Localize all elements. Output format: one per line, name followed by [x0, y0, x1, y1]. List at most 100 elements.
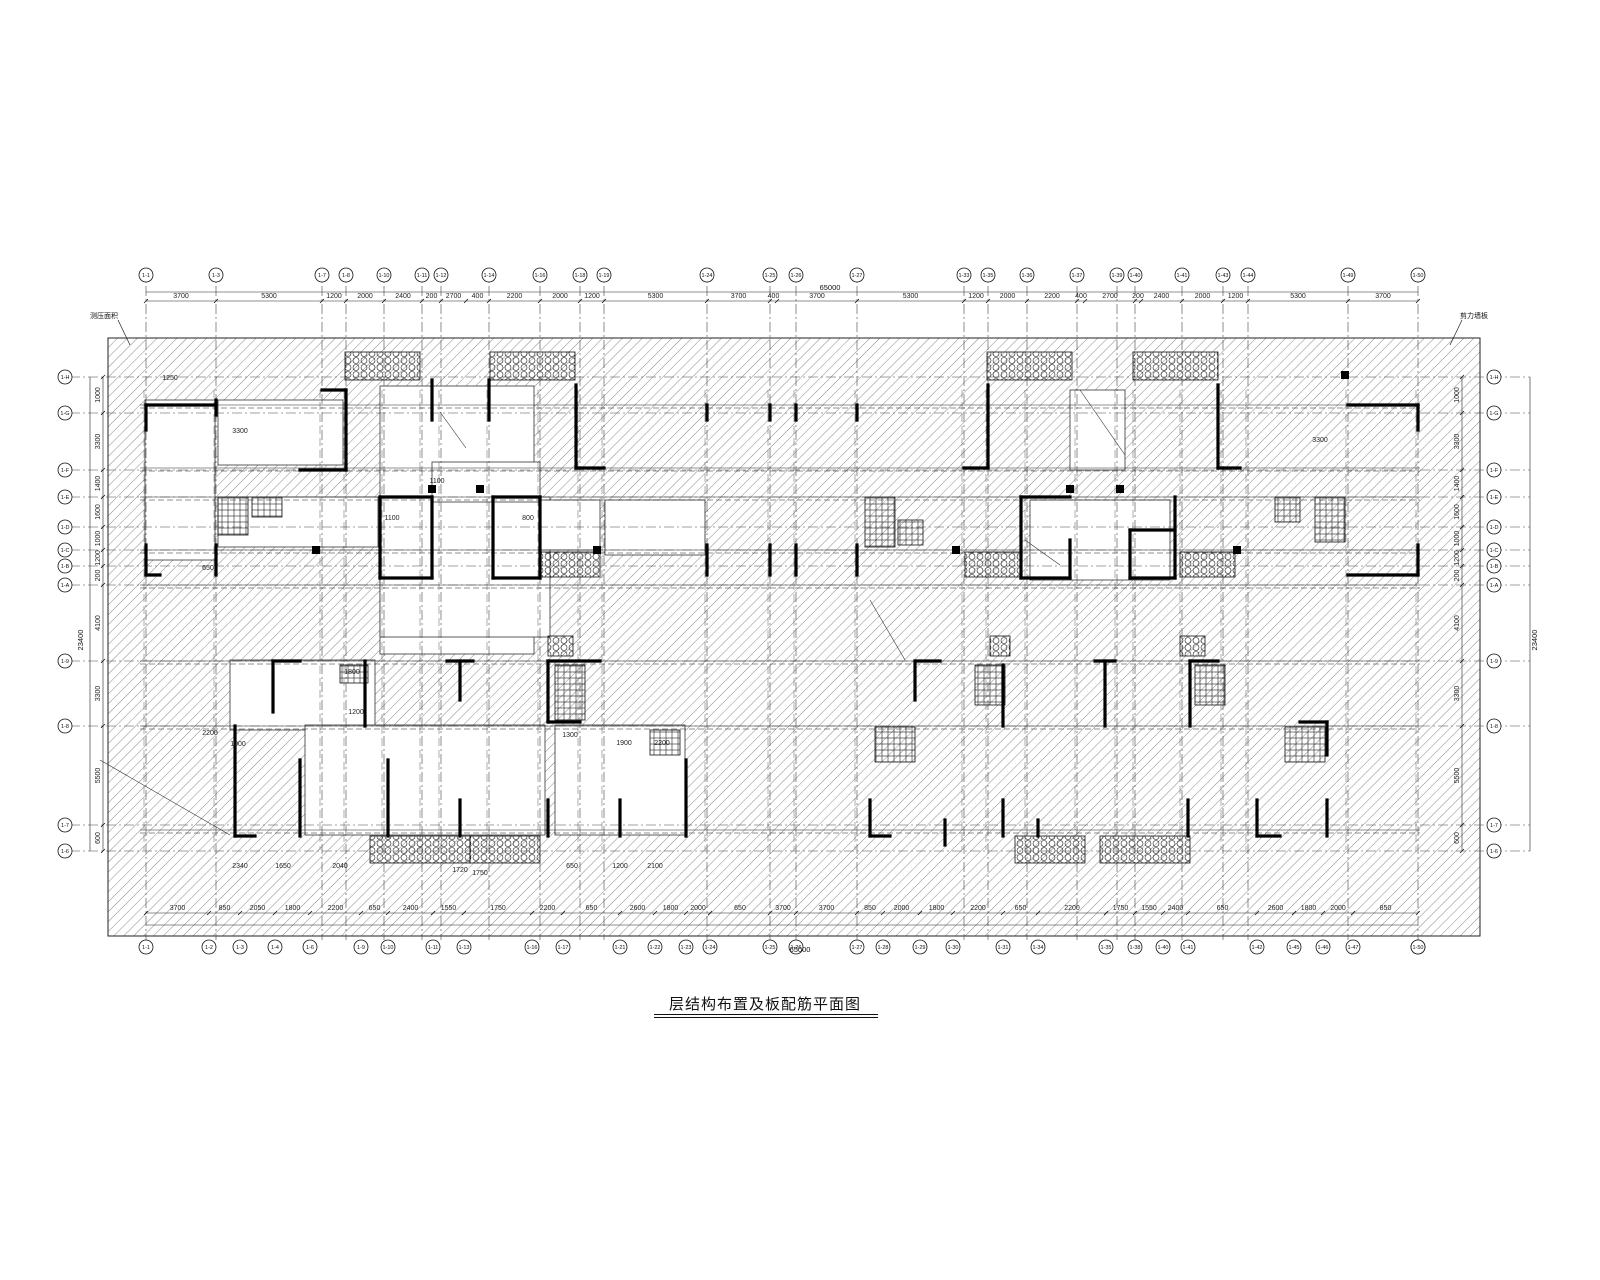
bottom-dim-tick	[617, 910, 623, 916]
axis-bubble-bottom-circle	[647, 939, 663, 955]
axis-bubble-left-label: 1-A	[61, 583, 70, 589]
axis-bubble-top-circle	[849, 267, 865, 283]
top-dim-label: 5300	[648, 293, 664, 300]
bottom-dim-label: 2200	[540, 905, 556, 912]
axis-bubble-top-circle	[1109, 267, 1125, 283]
axis-bubble-top: 1-24	[699, 267, 715, 283]
axis-bubble-bottom-label: 1-45	[1288, 945, 1299, 951]
top-dim-tick	[854, 298, 860, 304]
axis-bubble-top-label: 1-24	[701, 273, 712, 279]
axis-bubble-top-circle	[1174, 267, 1190, 283]
left-dim-label: 3300	[95, 686, 102, 702]
axis-bubble-bottom-circle	[1286, 939, 1302, 955]
axis-bubble-top-circle	[596, 267, 612, 283]
top-dim-tick	[1179, 298, 1185, 304]
axis-bubble-top: 1-49	[1340, 267, 1356, 283]
axis-bubble-bottom: 1-3	[232, 939, 248, 955]
top-dim-label: 2000	[357, 293, 373, 300]
bottom-dim-label: 3700	[775, 905, 791, 912]
axis-bubble-left-label: 1-D	[61, 525, 70, 531]
left-dim-tick	[100, 524, 106, 530]
top-dim-tick	[985, 298, 991, 304]
bottom-dim-tick	[1415, 910, 1421, 916]
axis-bubble-bottom: 1-25	[762, 939, 778, 955]
axis-bubble-top-label: 1-50	[1412, 273, 1423, 279]
axis-bubble-left: 1-6	[57, 843, 73, 859]
axis-bubble-top-label: 1-12	[435, 273, 446, 279]
shaft-zone	[339, 664, 369, 684]
axis-bubble-right: 1-6	[1486, 843, 1502, 859]
axis-bubble-top: 1-18	[572, 267, 588, 283]
right-dim-tick	[1459, 410, 1465, 416]
axis-bubble-bottom-label: 1-17	[557, 945, 568, 951]
axis-bubble-top-label: 1-27	[851, 273, 862, 279]
bottom-dim-tick	[1291, 910, 1297, 916]
bottom-dim-label: 1550	[1141, 905, 1157, 912]
axis-bubble-left-circle	[57, 843, 73, 859]
axis-bubble-left-label: 1-6	[61, 849, 69, 855]
axis-bubble-top: 1-19	[596, 267, 612, 283]
top-dim-label: 400	[472, 293, 484, 300]
shaft-zone	[864, 496, 896, 548]
axis-bubble-bottom: 1-28	[875, 939, 891, 955]
axis-bubble-top: 1-10	[376, 267, 392, 283]
left-dim-tick	[100, 822, 106, 828]
axis-bubble-right-label: 1-G	[1489, 411, 1498, 417]
bottom-dim-tick	[430, 910, 436, 916]
axis-bubble-bottom-label: 1-21	[614, 945, 625, 951]
axis-bubble-top: 1-40	[1127, 267, 1143, 283]
axis-bubble-left: 1-7	[57, 817, 73, 833]
overall-depth-right: 23400	[1530, 630, 1539, 651]
shaft-zone	[874, 726, 916, 763]
axis-bubble-right-circle	[1486, 542, 1502, 558]
axis-bubble-bottom-circle	[232, 939, 248, 955]
right-dim-label: 600	[1454, 832, 1461, 844]
axis-bubble-right-circle	[1486, 653, 1502, 669]
top-dim-tick	[1415, 298, 1421, 304]
balcony-slab	[1132, 351, 1219, 381]
axis-bubble-top-label: 1-36	[1021, 273, 1032, 279]
axis-bubble-bottom-circle	[138, 939, 154, 955]
shaft-zone	[1284, 726, 1326, 763]
balcony-slab	[964, 551, 1021, 578]
top-dim-label: 1200	[584, 293, 600, 300]
bottom-dim-tick	[237, 910, 243, 916]
right-dim-tick	[1459, 848, 1465, 854]
axis-bubble-top-circle	[1340, 267, 1356, 283]
axis-bubble-bottom-circle	[1180, 939, 1196, 955]
right-dim-tick	[1459, 582, 1465, 588]
axis-bubble-bottom: 1-38	[1127, 939, 1143, 955]
axis-bubble-bottom-label: 1-47	[1347, 945, 1358, 951]
room-dim-label: 3300	[1312, 437, 1328, 444]
axis-bubble-bottom-label: 1-13	[458, 945, 469, 951]
top-dim-label: 3700	[1375, 293, 1391, 300]
axis-bubble-right: 1-F	[1486, 462, 1502, 478]
open-area	[144, 399, 216, 561]
axis-bubble-right: 1-E	[1486, 489, 1502, 505]
axis-bubble-right-circle	[1486, 718, 1502, 734]
right-dim-tick	[1459, 563, 1465, 569]
axis-bubble-right-label: 1-B	[1490, 564, 1499, 570]
right-dim-tick	[1459, 723, 1465, 729]
axis-bubble-top-circle	[1127, 267, 1143, 283]
axis-bubble-bottom: 1-23	[678, 939, 694, 955]
axis-bubble-bottom-circle	[302, 939, 318, 955]
bottom-dim-label: 1800	[929, 905, 945, 912]
left-dim-label: 1000	[95, 531, 102, 547]
axis-bubble-bottom-label: 1-27	[851, 945, 862, 951]
axis-bubble-top-label: 1-14	[483, 273, 494, 279]
bottom-dim-label: 3700	[819, 905, 835, 912]
drawing-title: 层结构布置及板配筋平面图	[668, 995, 861, 1013]
axis-bubble-bottom-label: 1-41	[1182, 945, 1193, 951]
bottom-dim-tick	[1132, 910, 1138, 916]
shaft-zone	[1274, 496, 1301, 523]
axis-bubble-bottom-label: 1-4	[271, 945, 279, 951]
axis-bubble-top-circle	[208, 267, 224, 283]
axis-bubble-left-circle	[57, 405, 73, 421]
axis-bubble-top: 1-27	[849, 267, 865, 283]
bottom-dim-tick	[1035, 910, 1041, 916]
axis-bubble-bottom-circle	[353, 939, 369, 955]
axis-bubble-right-label: 1-8	[1490, 724, 1498, 730]
bottom-dim-label: 1550	[441, 905, 457, 912]
left-dim-label: 200	[95, 570, 102, 582]
